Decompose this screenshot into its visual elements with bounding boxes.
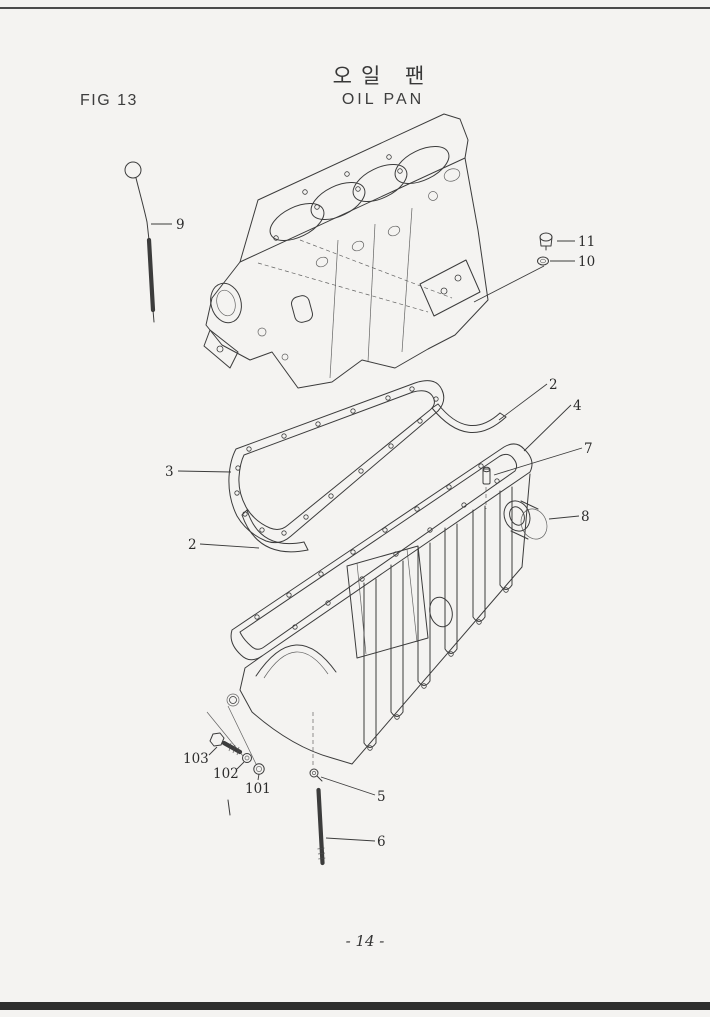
callout-6: 6 (377, 834, 386, 850)
bushing (503, 500, 548, 540)
rear-seal-lower (241, 509, 309, 553)
callout-5: 5 (377, 789, 386, 805)
callout-9: 9 (176, 217, 185, 233)
callout-4: 4 (573, 398, 582, 414)
callout-103: 103 (183, 751, 209, 767)
dowel-pin (482, 466, 491, 509)
callout-7: 7 (584, 441, 593, 457)
oil-pan (226, 443, 533, 765)
drain-plug-washer (537, 256, 549, 266)
drain-bolt (309, 712, 323, 782)
page-number: - 14 - (345, 932, 385, 950)
callout-102: 102 (213, 766, 239, 782)
dipstick (124, 161, 156, 323)
drain-plug (539, 232, 553, 251)
top-rule (0, 7, 710, 9)
callout-2b: 2 (188, 537, 197, 553)
callout-3: 3 (165, 464, 174, 480)
bolt-washer-set (206, 705, 265, 816)
engine-block (203, 113, 489, 389)
bottom-rule (0, 1002, 710, 1010)
page-title-english: OIL PAN (341, 91, 425, 108)
oil-pan-gasket (228, 380, 445, 544)
callout-11: 11 (578, 234, 596, 250)
stud-bolt (316, 787, 326, 866)
callout-2a: 2 (549, 377, 558, 393)
figure-label: FIG 13 (80, 92, 138, 109)
callout-8: 8 (581, 509, 590, 525)
page-title-korean: 오일 팬 (332, 64, 434, 88)
leader-lines (151, 223, 583, 842)
callout-10: 10 (578, 254, 596, 270)
callout-101: 101 (245, 781, 271, 797)
rear-seal-upper (431, 403, 507, 433)
